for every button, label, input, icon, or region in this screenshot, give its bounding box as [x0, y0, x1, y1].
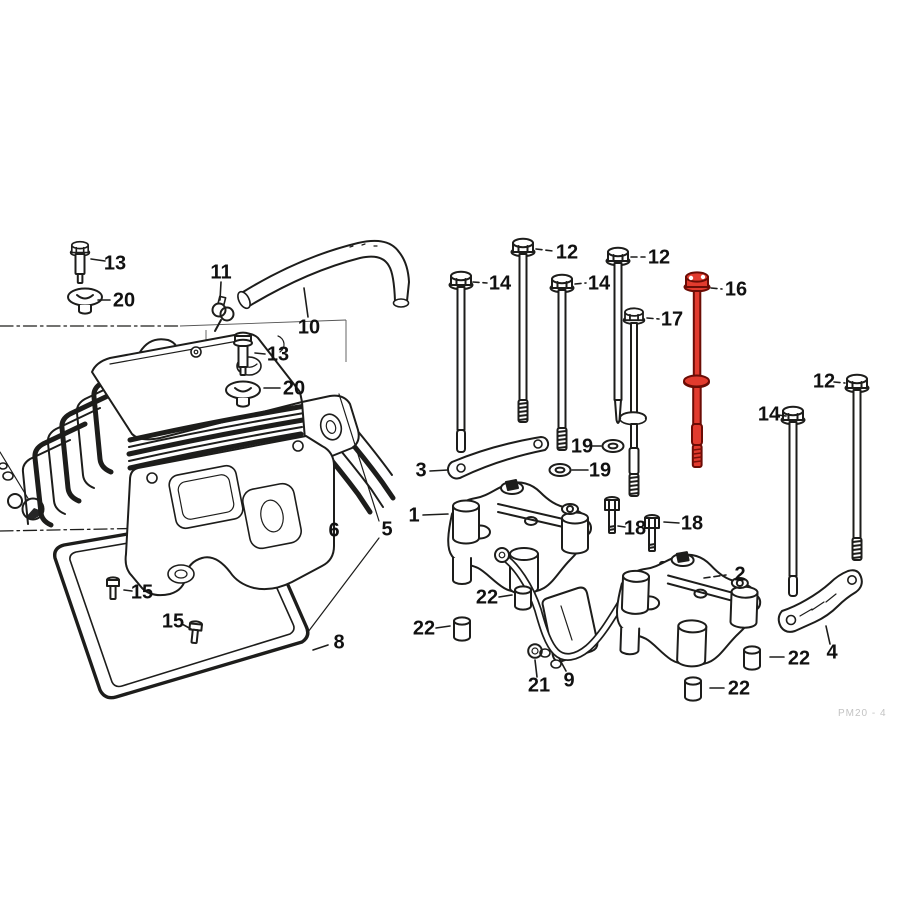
part-label-20-a: 20: [113, 289, 135, 311]
bushing-22-a: [514, 585, 532, 611]
part-label-3: 3: [415, 459, 426, 481]
bracket-4: [777, 569, 863, 633]
mid-fins: [126, 403, 308, 471]
part-label-9: 9: [563, 669, 574, 691]
part-label-5: 5: [381, 518, 392, 540]
cover-front-face: [124, 435, 335, 597]
bushing-22-d: [684, 676, 702, 702]
bushing-22-c: [743, 645, 761, 671]
part-label-11: 11: [210, 261, 231, 283]
part-label-12-b: 12: [648, 246, 670, 268]
part-label-22-c: 22: [788, 647, 810, 669]
breather-hose: [237, 239, 410, 310]
part-label-22-d: 22: [728, 677, 750, 699]
o-ring-21: [527, 643, 543, 659]
bolt-12-a: [510, 237, 536, 423]
bolt-14-c: [780, 405, 806, 597]
part-label-21: 21: [528, 674, 550, 696]
part-label-12-c: 12: [813, 370, 835, 392]
part-label-10: 10: [298, 316, 320, 338]
part-label-14-a: 14: [489, 272, 512, 294]
stud-17: [619, 307, 647, 497]
leader-lines: [90, 248, 846, 689]
part-label-15-a: 15: [131, 581, 153, 603]
part-label-6: 6: [328, 519, 339, 541]
part-label-15-b: 15: [162, 610, 184, 632]
part-label-18-b: 18: [681, 512, 703, 534]
part-label-19-b: 19: [589, 459, 611, 481]
part-label-2: 2: [734, 563, 745, 585]
washer-19-a: [601, 439, 625, 453]
part-label-12-a: 12: [556, 241, 578, 263]
bolt-13-a: [69, 240, 91, 284]
part-label-8: 8: [333, 631, 344, 653]
part-label-14-c: 14: [758, 403, 781, 425]
diagram-code-text: PM20 - 4: [838, 708, 887, 719]
bolt-14-a: [448, 270, 474, 453]
part-label-1: 1: [408, 504, 419, 526]
part-label-17: 17: [661, 308, 683, 330]
hose-clamp: [211, 295, 235, 332]
part-label-13-a: 13: [104, 252, 126, 274]
left-fins: [21, 357, 153, 528]
part-label-19-a: 19: [571, 435, 593, 457]
part-label-16: 16: [725, 278, 747, 300]
bushing-22-b: [453, 616, 471, 642]
bolt-18-b: [644, 514, 660, 552]
part-label-14-b: 14: [588, 272, 611, 294]
bolt-12-c: [844, 373, 870, 561]
part-label-13-b: 13: [267, 343, 289, 365]
grommet-20-a: [67, 287, 103, 315]
cover-top-face: [91, 332, 303, 441]
link-plate-3: [447, 435, 550, 480]
washer-19-b: [548, 463, 572, 477]
part-label-22-b: 22: [413, 617, 435, 639]
part-label-18-a: 18: [624, 517, 646, 539]
bolt-14-b: [549, 273, 575, 451]
bolt-18-a: [604, 496, 620, 534]
part-label-20-b: 20: [283, 377, 305, 399]
part-label-4: 4: [826, 641, 838, 663]
cylinder-head-cover-drawing: [21, 332, 396, 633]
part-label-22-a: 22: [476, 586, 498, 608]
highlighted-bolt-16: [683, 271, 711, 468]
